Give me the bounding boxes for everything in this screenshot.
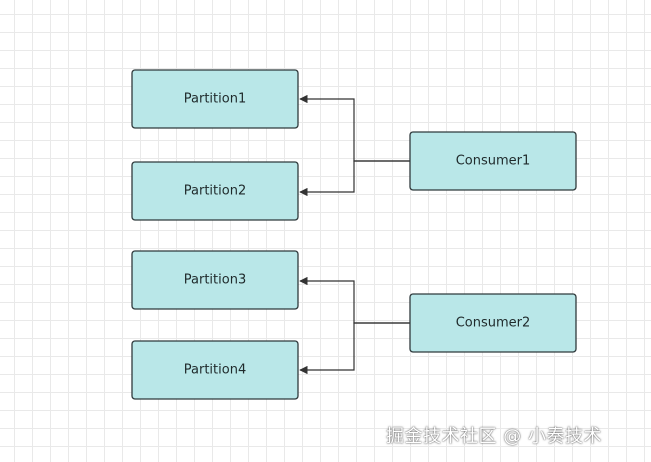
- consumer2-label: Consumer2: [456, 316, 531, 331]
- partition2-node: Partition2: [131, 161, 299, 221]
- edge-consumer2-partition4: [299, 322, 410, 375]
- partition1-label: Partition1: [184, 92, 246, 107]
- edge-consumer1-partition1: [299, 94, 410, 162]
- partition3-node: Partition3: [131, 250, 299, 310]
- consumer1-node: Consumer1: [409, 131, 577, 191]
- watermark-text: 掘金技术社区 @ 小奏技术: [386, 426, 602, 447]
- partition3-label: Partition3: [184, 273, 246, 288]
- partition4-label: Partition4: [184, 363, 246, 378]
- consumer2-node: Consumer2: [409, 293, 577, 353]
- partition1-node: Partition1: [131, 69, 299, 129]
- edge-consumer2-partition3: [299, 276, 410, 324]
- partition2-label: Partition2: [184, 184, 246, 199]
- edge-consumer1-partition2: [299, 160, 410, 197]
- partition4-node: Partition4: [131, 340, 299, 400]
- consumer1-label: Consumer1: [456, 154, 531, 169]
